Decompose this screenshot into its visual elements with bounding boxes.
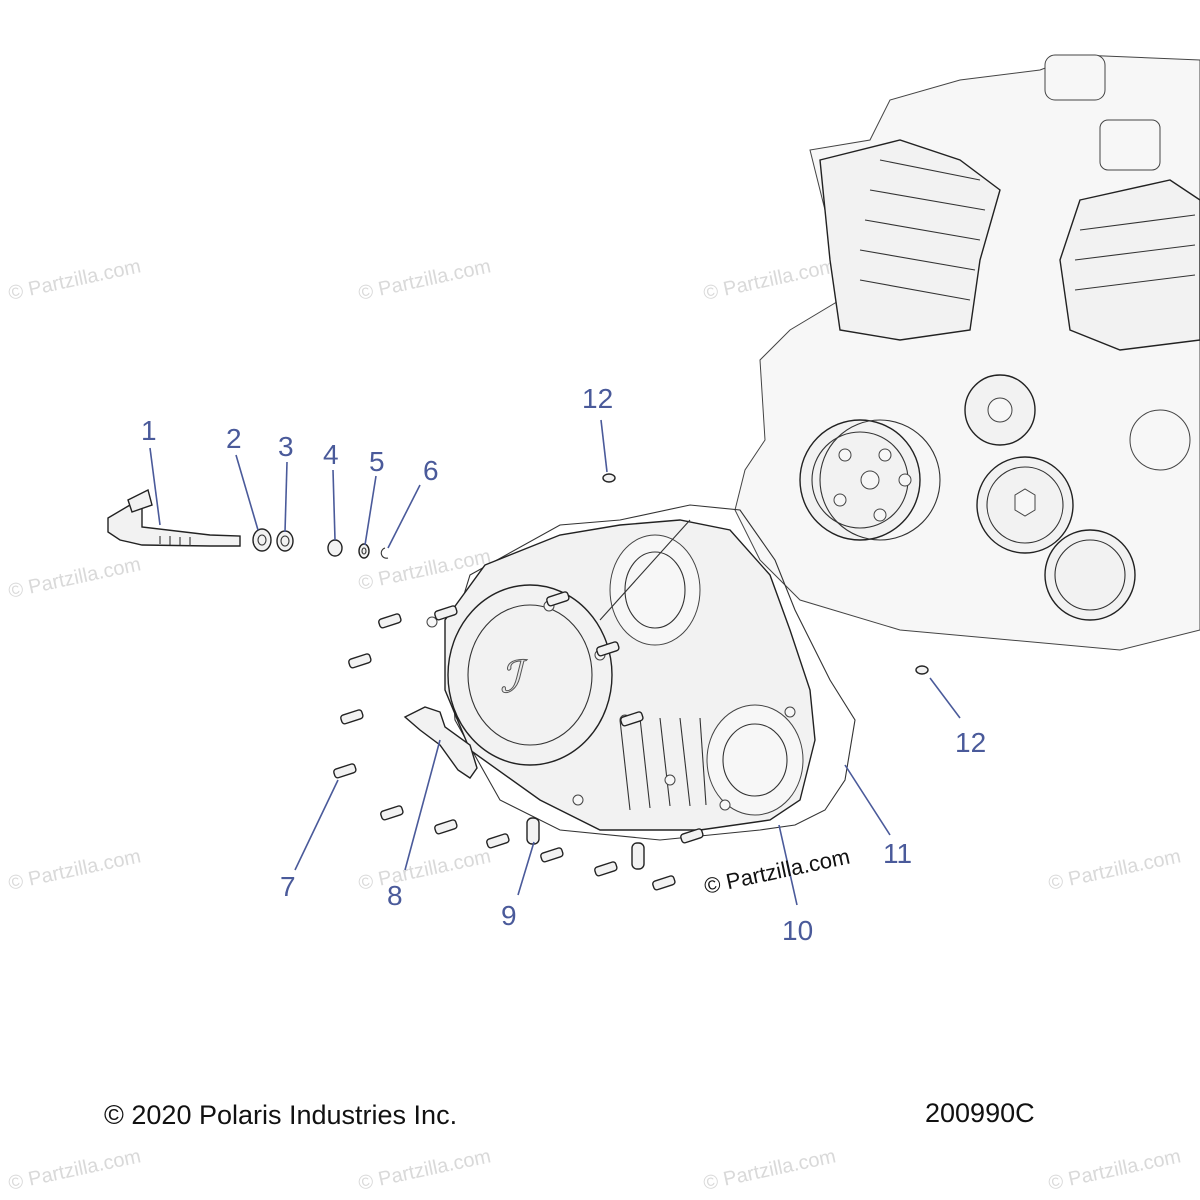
callout-4: 4 [323,439,339,470]
bracket [403,706,478,779]
watermark: © Partzilla.com [1046,845,1182,895]
plate [526,817,540,845]
callout-11: 11 [883,838,912,869]
plate [631,842,645,870]
watermark: © Partzilla.com [701,255,837,305]
callouts: 1 2 3 4 5 6 7 8 9 10 11 12 12 [141,383,986,946]
watermark: © Partzilla.com [6,255,142,305]
primary-cover: ℐ [426,519,816,831]
dowel-pin [602,473,616,483]
callout-12-right: 12 [955,727,986,758]
callout-6: 6 [423,455,439,486]
diagram-code: 200990C [925,1098,1035,1128]
callout-8: 8 [387,880,403,911]
callout-9: 9 [501,900,517,931]
watermark: © Partzilla.com [6,1145,142,1195]
engine-illustration [734,54,1200,651]
dowel-pin [915,665,929,675]
watermark: © Partzilla.com [356,255,492,305]
callout-5: 5 [369,446,385,477]
callout-12-top: 12 [582,383,613,414]
watermark: © Partzilla.com [356,1145,492,1195]
shift-shaft-assembly [107,488,389,559]
gasket [449,504,856,841]
copyright-text: © 2020 Polaris Industries Inc. [104,1100,457,1130]
watermark: © Partzilla.com [6,553,142,603]
center-watermark: © Partzilla.com [702,844,852,899]
watermark: © Partzilla.com [1046,1145,1182,1195]
leader-lines [149,419,961,906]
watermark: © Partzilla.com [6,845,142,895]
callout-2: 2 [226,423,242,454]
callout-1: 1 [141,415,157,446]
callout-3: 3 [278,431,294,462]
watermark: © Partzilla.com [701,1145,837,1195]
callout-7: 7 [280,871,296,902]
callout-10: 10 [782,915,813,946]
watermark: © Partzilla.com [356,845,492,895]
bolts [333,591,704,891]
